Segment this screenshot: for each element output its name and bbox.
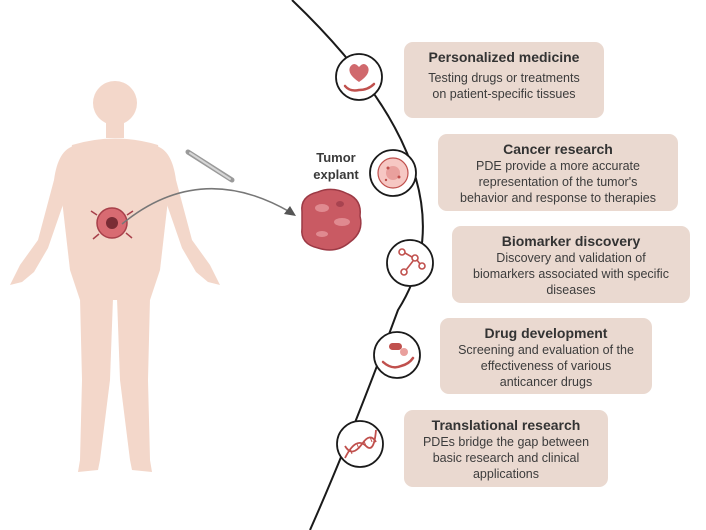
timeline-arc	[291, 0, 424, 530]
card-text-line: behavior and response to therapies	[460, 191, 656, 205]
card-title: Drug development	[484, 325, 608, 341]
card-text-line: applications	[472, 467, 539, 481]
card-text-line: Discovery and validation of	[496, 251, 646, 265]
card-text-line: representation of the tumor's	[478, 175, 638, 189]
card-text-line: Testing drugs or treatments	[428, 71, 580, 85]
icon-biomarker-discovery	[386, 239, 434, 287]
card-title: Translational research	[431, 417, 581, 433]
card-biomarker-discovery: Biomarker discovery Discovery and valida…	[452, 226, 690, 303]
card-personalized-medicine: Personalized medicine Testing drugs or t…	[404, 42, 604, 118]
tumor-label-line-2: explant	[313, 167, 359, 182]
card-text-line: basic research and clinical	[432, 451, 580, 465]
card-title: Biomarker discovery	[501, 233, 641, 249]
explant-arrow	[121, 187, 291, 225]
tumor-explant-label: Tumor explant	[306, 149, 366, 183]
card-text-line: PDE provide a more accurate	[476, 159, 640, 173]
icon-translational-research	[336, 420, 384, 468]
card-text-line: on patient-specific tissues	[432, 87, 576, 101]
card-text-line: diseases	[546, 283, 596, 297]
icon-cancer-research	[369, 149, 417, 197]
card-translational-research: Translational research PDEs bridge the g…	[404, 410, 608, 487]
icon-personalized-medicine	[335, 53, 383, 101]
card-cancer-research: Cancer research PDE provide a more accur…	[438, 134, 678, 211]
body-tumor-icon	[90, 207, 134, 240]
card-text-line: effectiveness of various	[480, 359, 612, 373]
card-title: Cancer research	[503, 141, 613, 157]
card-drug-development: Drug development Screening and evaluatio…	[440, 318, 652, 394]
card-text-line: biomarkers associated with specific	[473, 267, 669, 281]
tumor-explant-icon	[301, 188, 362, 251]
icon-drug-development	[373, 331, 421, 379]
explant-arrow-head	[284, 206, 296, 216]
card-text-line: PDEs bridge the gap between	[422, 435, 590, 449]
card-text-line: anticancer drugs	[499, 375, 593, 389]
tumor-label-line-1: Tumor	[316, 150, 356, 165]
card-title: Personalized medicine	[428, 49, 580, 65]
card-text-line: Screening and evaluation of the	[458, 343, 634, 357]
human-body-silhouette	[10, 81, 220, 472]
scalpel-icon	[185, 149, 235, 183]
